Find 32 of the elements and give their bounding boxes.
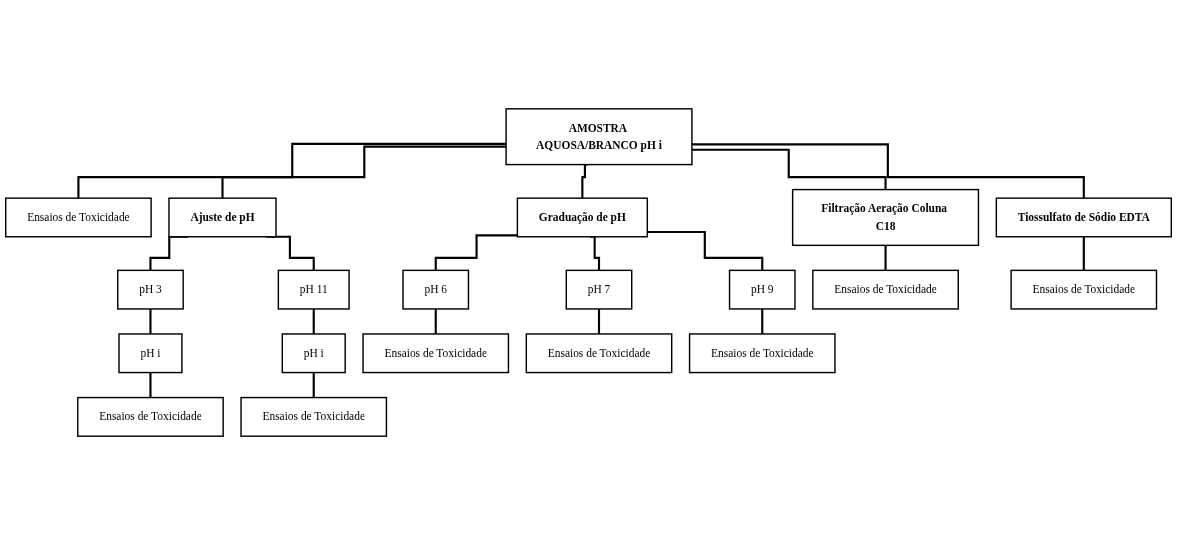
connector — [647, 231, 764, 272]
node-box: Ensaios de Toxicidade — [1010, 269, 1158, 310]
node-box: Ajuste de pH — [168, 197, 277, 238]
node-box: Graduação de pH — [516, 197, 649, 238]
connector — [77, 142, 507, 200]
node-box: AMOSTRA AQUOSA/BRANCO pH i — [505, 108, 693, 166]
node-box: pH 3 — [117, 269, 184, 310]
connector — [581, 163, 588, 200]
node-box: Filtração Aeração Coluna C18 — [791, 188, 980, 247]
connector — [1082, 235, 1085, 272]
node-box: Ensaios de Toxicidade — [525, 333, 673, 374]
connector — [149, 371, 152, 399]
node-box: pH i — [281, 333, 346, 374]
connector — [691, 143, 1085, 200]
node-box: pH 7 — [565, 269, 633, 310]
connector — [691, 148, 887, 191]
node-box: Ensaios de Toxicidade — [688, 333, 836, 374]
node-box: Ensaios de Toxicidade — [77, 396, 224, 437]
connector — [312, 371, 315, 399]
node-box: pH 9 — [728, 269, 796, 310]
node-box: Ensaios de Toxicidade — [362, 333, 510, 374]
node-box: pH 6 — [402, 269, 470, 310]
connector — [434, 234, 518, 272]
node-box: Ensaios de Toxicidade — [812, 269, 959, 310]
node-box: Ensaios de Toxicidade — [240, 396, 388, 437]
node-box: Ensaios de Toxicidade — [5, 197, 152, 238]
connector — [221, 145, 507, 200]
node-box: pH 11 — [277, 269, 350, 310]
connector — [590, 235, 601, 272]
connector — [884, 244, 887, 272]
node-box: pH i — [118, 333, 183, 374]
node-box: Tiossulfato de Sódio EDTA — [995, 197, 1172, 238]
